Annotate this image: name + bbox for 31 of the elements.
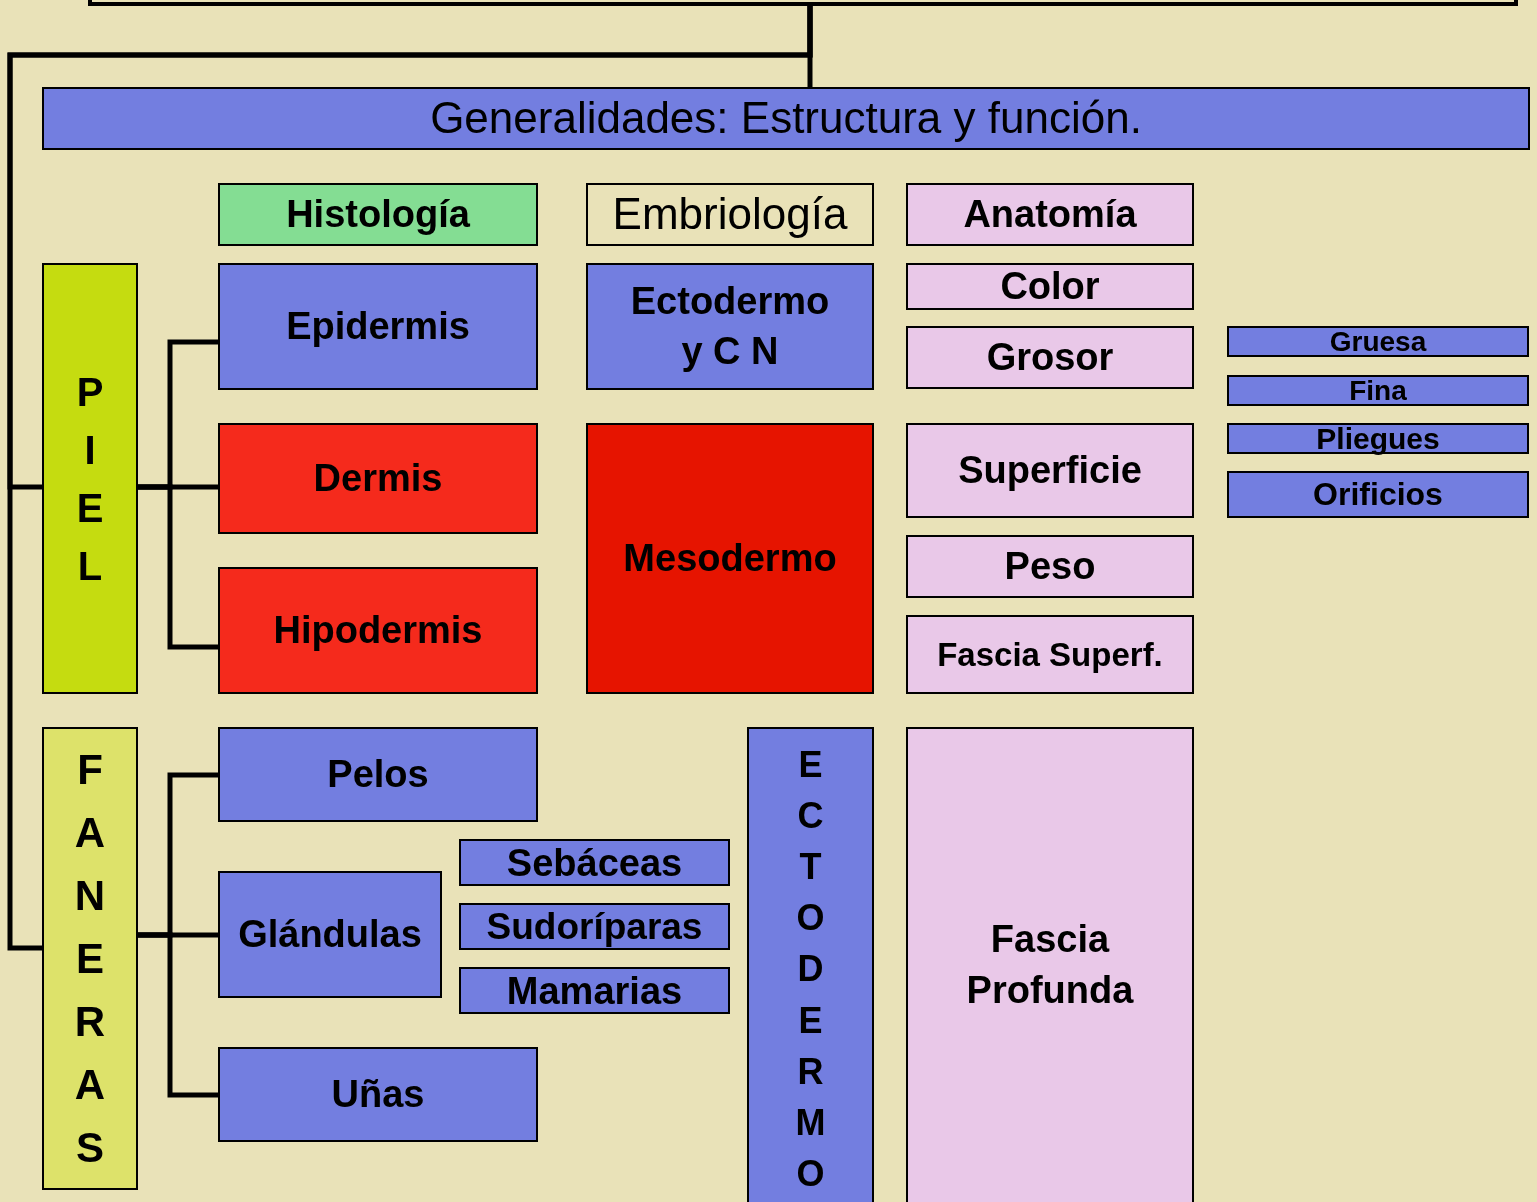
topic-box: Gruesa: [1227, 326, 1529, 357]
topic-box: Hipodermis: [218, 567, 538, 694]
topic-box: Peso: [906, 535, 1194, 598]
connector-line: [7, 6, 813, 951]
topic-box: Sebáceas: [459, 839, 730, 886]
vertical-label-box: FANERAS: [42, 727, 138, 1190]
topic-box: Epidermis: [218, 263, 538, 390]
connector-line: [138, 484, 218, 650]
topic-box: Sudoríparas: [459, 903, 730, 950]
vertical-label-box: PIEL: [42, 263, 138, 694]
topic-box: Superficie: [906, 423, 1194, 518]
topic-box: Mesodermo: [586, 423, 874, 694]
topic-box: Color: [906, 263, 1194, 310]
topic-box: Glándulas: [218, 871, 442, 998]
topic-box: Pliegues: [1227, 423, 1529, 454]
topic-box: Fascia Profunda: [906, 727, 1194, 1202]
topic-box: Orificios: [1227, 471, 1529, 518]
topic-box: Pelos: [218, 727, 538, 822]
topic-box: Uñas: [218, 1047, 538, 1142]
topic-box: Mamarias: [459, 967, 730, 1014]
topic-box: Embriología: [586, 183, 874, 246]
topic-box: Grosor: [906, 326, 1194, 389]
topic-box: Fascia Superf.: [906, 615, 1194, 694]
topic-box: Generalidades: Estructura y función.: [42, 87, 1530, 150]
vertical-label-box: ECTODERMO: [747, 727, 874, 1202]
topic-box: Histología: [218, 183, 538, 246]
topic-box: Dermis: [218, 423, 538, 534]
connector-line: [138, 932, 218, 1098]
topic-box: Fina: [1227, 375, 1529, 406]
topic-box: Ectodermo y C N: [586, 263, 874, 390]
topic-box: Anatomía: [906, 183, 1194, 246]
